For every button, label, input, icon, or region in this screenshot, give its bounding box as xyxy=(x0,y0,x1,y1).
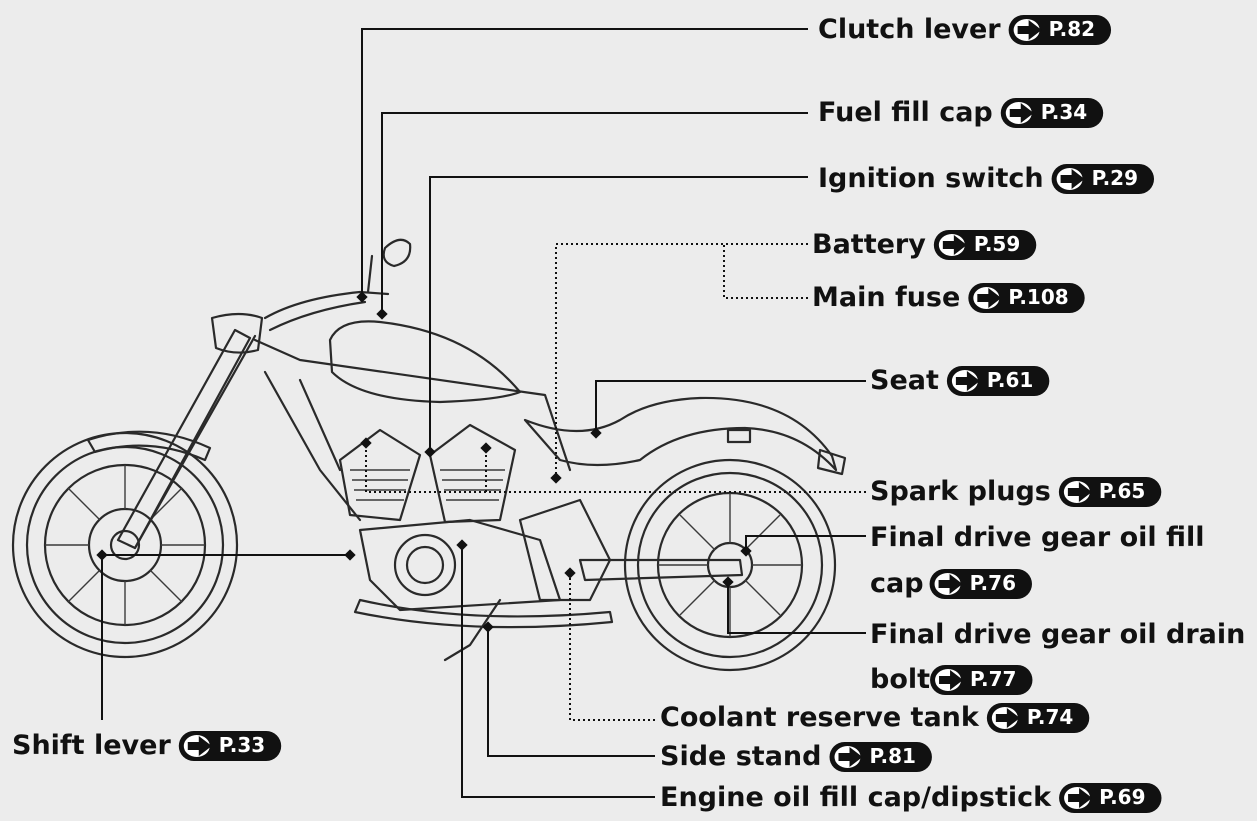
callout-label: Spark plugs xyxy=(870,476,1051,507)
callout-label: Clutch lever xyxy=(818,14,1001,45)
final-drive-fill-page-ref[interactable]: P.76 xyxy=(929,569,1032,599)
coolant-reserve-tank-page-ref[interactable]: P.74 xyxy=(986,703,1090,733)
page-ref-label: P.61 xyxy=(987,368,1033,392)
callout-label-line1: Final drive gear oil fill xyxy=(870,522,1205,553)
ignition-switch-page-ref[interactable]: P.29 xyxy=(1051,164,1155,194)
arrow-right-icon xyxy=(1063,481,1092,503)
seat-page-ref[interactable]: P.61 xyxy=(946,366,1050,396)
arrow-right-icon xyxy=(973,287,1002,309)
page-ref-label: P.77 xyxy=(970,667,1016,691)
page-ref-label: P.33 xyxy=(219,733,265,757)
clutch-lever-page-ref[interactable]: P.82 xyxy=(1008,15,1112,45)
arrow-right-icon xyxy=(934,573,963,595)
arrow-right-icon xyxy=(1064,787,1093,809)
arrow-right-icon xyxy=(1013,19,1042,41)
callout-spark-plugs: Spark plugs P.65 xyxy=(870,476,1162,507)
engine-oil-fill-page-ref[interactable]: P.69 xyxy=(1059,783,1162,813)
callout-label: Shift lever xyxy=(12,730,171,761)
side-stand-page-ref[interactable]: P.81 xyxy=(829,742,932,772)
callout-label: Main fuse xyxy=(812,282,960,313)
page-ref-label: P.82 xyxy=(1049,17,1095,41)
page-ref-label: P.76 xyxy=(970,571,1016,595)
page-ref-badge xyxy=(968,283,1085,313)
leader-lines xyxy=(96,28,866,798)
callout-ignition-switch: Ignition switch P.29 xyxy=(818,163,1155,194)
fuel-fill-cap-page-ref[interactable]: P.34 xyxy=(1000,98,1104,128)
main-fuse-page-ref[interactable]: P.108 xyxy=(968,283,1085,313)
page-ref-label: P.65 xyxy=(1099,479,1145,503)
callout-label: Engine oil fill cap/dipstick xyxy=(660,782,1052,813)
callout-label: Ignition switch xyxy=(818,163,1044,194)
callout-label: Coolant reserve tank xyxy=(660,702,980,733)
callout-label: Seat xyxy=(870,365,939,396)
page-ref-label: P.108 xyxy=(1008,285,1068,309)
callout-label-line2: bolt xyxy=(870,664,930,695)
callout-label-line1: Final drive gear oil drain xyxy=(870,619,1245,650)
spark-plugs-page-ref[interactable]: P.65 xyxy=(1058,477,1162,507)
arrow-right-icon xyxy=(1005,102,1034,124)
page-ref-label: P.34 xyxy=(1041,100,1087,124)
page-ref-label: P.74 xyxy=(1027,705,1073,729)
callout-label: Battery xyxy=(812,229,926,260)
arrow-right-icon xyxy=(991,707,1020,729)
shift-lever-page-ref[interactable]: P.33 xyxy=(178,731,282,761)
callout-shift-lever: Shift lever P.33 xyxy=(12,730,282,761)
callout-clutch-lever: Clutch lever P.82 xyxy=(818,14,1112,45)
callout-main-fuse: Main fuse P.108 xyxy=(812,282,1085,313)
page-ref-label: P.69 xyxy=(1099,785,1145,809)
callout-seat: Seat P.61 xyxy=(870,365,1050,396)
arrow-right-icon xyxy=(935,669,964,691)
battery-page-ref[interactable]: P.59 xyxy=(933,230,1037,260)
arrow-right-icon xyxy=(951,370,980,392)
engine xyxy=(338,423,562,612)
arrow-right-icon xyxy=(938,234,967,256)
callout-final-drive-fill: Final drive gear oil fill cap P.76 xyxy=(870,522,1205,599)
motorcycle-illustration xyxy=(11,238,847,672)
arrow-right-icon xyxy=(183,735,212,757)
callout-fuel-fill-cap: Fuel fill cap P.34 xyxy=(818,97,1104,128)
callout-engine-oil-fill: Engine oil fill cap/dipstick P.69 xyxy=(660,782,1162,813)
rear-wheel xyxy=(623,458,837,672)
final-drive-drain-page-ref[interactable]: P.77 xyxy=(930,665,1033,695)
callout-coolant-reserve-tank: Coolant reserve tank P.74 xyxy=(660,702,1090,733)
front-wheel xyxy=(11,431,239,659)
callout-side-stand: Side stand P.81 xyxy=(660,741,932,772)
callout-label: Fuel fill cap xyxy=(818,97,993,128)
callout-battery: Battery P.59 xyxy=(812,229,1037,260)
page-ref-label: P.29 xyxy=(1092,166,1138,190)
callout-label-line2: cap xyxy=(870,568,924,599)
callout-label: Side stand xyxy=(660,741,822,772)
arrow-right-icon xyxy=(834,746,863,768)
page-ref-label: P.81 xyxy=(870,744,916,768)
callout-final-drive-drain: Final drive gear oil drain bolt P.77 xyxy=(870,619,1245,695)
arrow-right-icon xyxy=(1056,168,1085,190)
page-ref-label: P.59 xyxy=(974,232,1020,256)
